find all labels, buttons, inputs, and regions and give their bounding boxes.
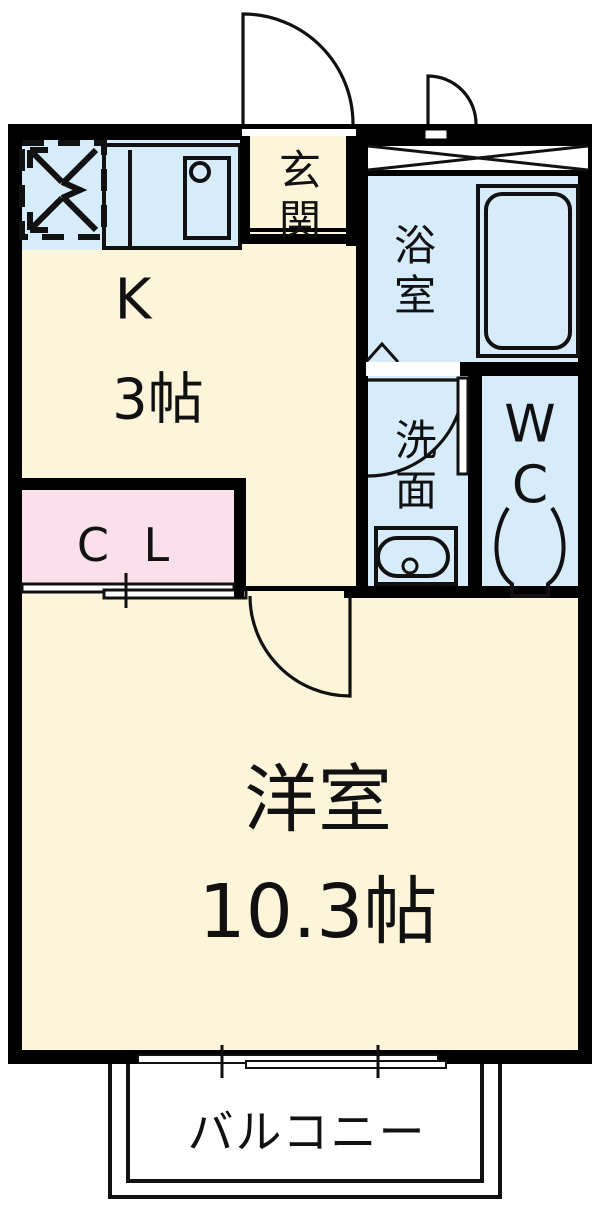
pipe-space-x-mark	[367, 144, 589, 172]
wall-top-right-2	[424, 124, 448, 129]
floor-bathroom	[366, 176, 580, 366]
meter-box-door-swing[interactable]	[426, 74, 478, 125]
label-kitchen-main: K	[115, 268, 153, 333]
wall-top-right	[356, 124, 424, 140]
label-balcony: バルコニー	[187, 1105, 426, 1159]
washing-machine-arrows	[27, 147, 99, 233]
entrance-door-swing[interactable]	[241, 12, 355, 125]
toilet-bowl	[494, 506, 566, 598]
exterior-door-swings	[241, 12, 478, 125]
bathtub-inner	[484, 192, 572, 350]
floor-fills	[20, 136, 580, 1060]
bathroom-door-indicator[interactable]	[364, 341, 400, 363]
wall-top-left	[8, 124, 242, 140]
main-room-door-swing[interactable]	[248, 595, 352, 698]
washroom-fixtures	[367, 376, 470, 586]
wall-top-right-3	[448, 124, 592, 140]
wash-basin-counter	[374, 526, 458, 586]
closet-door-panel-front[interactable]	[102, 588, 248, 600]
genkan-area	[240, 136, 356, 246]
wall-left	[8, 124, 22, 1064]
closet-area	[8, 478, 248, 608]
label-mainroom-sub: 10.3帖	[199, 869, 438, 955]
bathtub-outer	[476, 184, 580, 358]
wall-top-genkan-threshold	[242, 124, 356, 129]
wash-basin-drain	[401, 557, 419, 575]
balcony-window-panel-inner[interactable]	[245, 1060, 447, 1069]
meter-door-threshold	[422, 127, 450, 142]
mainroom-door-threshold	[244, 586, 346, 591]
bathroom-door-opening	[366, 362, 460, 376]
toilet-fixtures	[494, 506, 566, 598]
kitchen-sink-basin	[183, 156, 231, 240]
label-bathroom: 浴室	[394, 221, 436, 320]
wall-washroom-wc	[468, 376, 482, 586]
genkan-step	[240, 234, 356, 244]
kitchen-counter-outline	[102, 143, 242, 250]
wall-closet-right	[234, 478, 246, 590]
kitchen-sink-drain	[189, 161, 211, 183]
genkan-step-line	[240, 228, 356, 232]
label-closet: C L	[77, 518, 179, 572]
wall-closet-top	[8, 478, 246, 490]
floor-closet	[20, 487, 236, 584]
wash-basin-bowl	[376, 536, 450, 578]
bathroom-fixtures	[364, 184, 580, 376]
kitchen-area	[19, 140, 242, 250]
label-genkan: 玄関	[279, 146, 321, 245]
label-washroom: 洗面	[395, 416, 437, 515]
interior-divider-walls	[234, 586, 356, 598]
pipe-space-meter-box	[364, 127, 592, 176]
wall-hall-mainroom-left	[234, 586, 244, 598]
label-kitchen-sub: 3帖	[112, 368, 204, 433]
wall-wet-bottom	[356, 586, 592, 598]
wall-genkan-right	[346, 136, 356, 246]
exterior-walls	[8, 124, 592, 1064]
wet-zone-walls	[356, 140, 592, 598]
floor-mainroom-right	[356, 596, 580, 1060]
wall-hall-mainroom-right	[344, 586, 356, 598]
washroom-door-leaf	[456, 376, 470, 476]
floor-washroom	[366, 376, 470, 586]
balcony-area	[108, 1045, 502, 1199]
balcony-outline-outer	[108, 1064, 502, 1199]
balcony-outline-inner	[126, 1064, 484, 1183]
balcony-sliding-window[interactable]	[137, 1045, 447, 1078]
wall-genkan-left	[240, 136, 250, 240]
label-mainroom-main: 洋室	[244, 757, 392, 843]
